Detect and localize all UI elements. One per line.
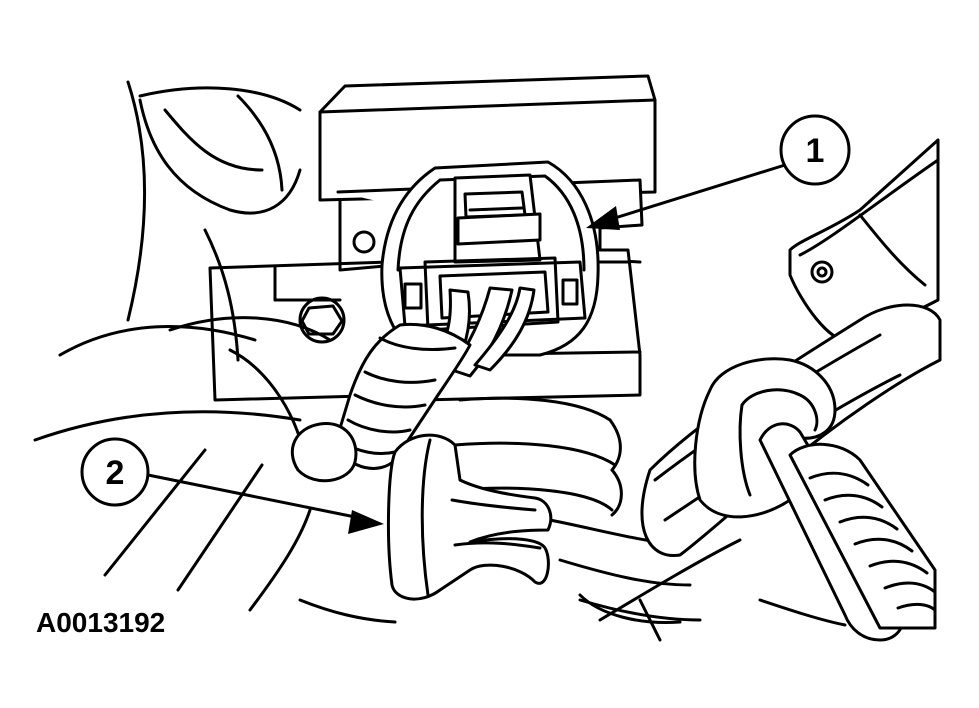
right-bracket-plate xyxy=(788,138,940,342)
bottom-lines xyxy=(298,593,682,642)
bolt-head-circle xyxy=(298,296,346,344)
push-pin-retainer xyxy=(386,433,553,601)
harness-sleeve xyxy=(333,322,472,470)
corrugated-conduit-right xyxy=(758,422,937,642)
callout-1-circle xyxy=(779,114,851,186)
round-boss xyxy=(290,422,358,483)
left-background-hoses xyxy=(33,80,332,612)
hex-bolt-icon xyxy=(300,304,344,336)
callout-2-arrowhead xyxy=(348,510,384,534)
callout-2-label: 2 xyxy=(106,454,125,492)
callout-1: 1 xyxy=(586,114,851,230)
plate-hole xyxy=(810,260,834,284)
mounting-hole xyxy=(352,230,376,254)
electrical-connector xyxy=(380,160,600,378)
callout-2: 2 xyxy=(80,437,384,534)
callout-1-label: 1 xyxy=(806,132,825,170)
figure-code: A0013192 xyxy=(36,607,165,638)
callout-1-arrowhead xyxy=(586,206,620,230)
callout-2-circle xyxy=(80,437,150,507)
